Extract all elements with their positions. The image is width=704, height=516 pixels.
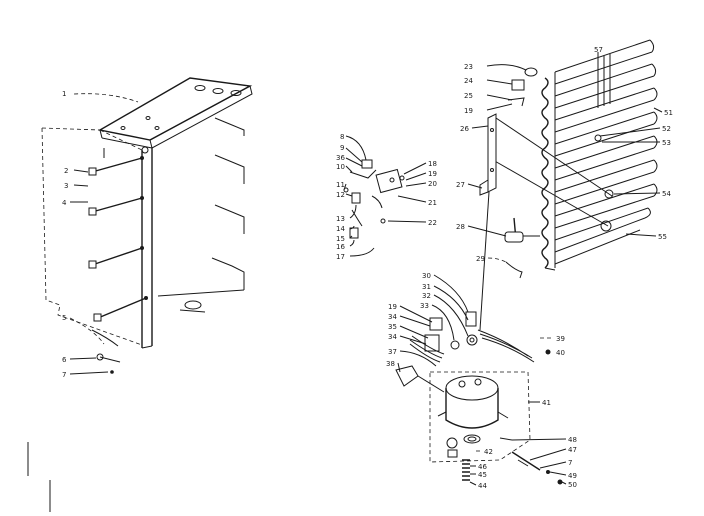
callout-50: 50 [568, 481, 577, 489]
drain-tubes [594, 54, 614, 232]
condenser-coil-tubes [554, 39, 658, 265]
shelf-panels [157, 117, 245, 313]
left-cabinet-frame-assembly [41, 77, 253, 374]
callout-51: 51 [664, 109, 673, 117]
condenser-coil-assembly [492, 39, 658, 271]
callout-36-upper: 36 [336, 154, 345, 162]
compressor-body [437, 375, 509, 429]
callout-21: 21 [428, 199, 437, 207]
vertical-support-channel [103, 148, 153, 349]
callout-4: 4 [62, 199, 67, 207]
callout-53: 53 [662, 139, 671, 147]
callout-29: 29 [476, 255, 485, 263]
callout-10: 10 [336, 163, 345, 171]
callout-12: 12 [336, 191, 345, 199]
callout-15: 15 [336, 235, 345, 243]
callout-20: 20 [428, 180, 437, 188]
callout-2: 2 [64, 167, 68, 175]
mounting-grommets [446, 434, 481, 481]
filter-drier-28 [504, 217, 540, 243]
callout-39: 39 [556, 335, 565, 343]
center-switch-bracket-assembly [343, 159, 405, 239]
lower-hardware [91, 329, 121, 374]
callout-13: 13 [336, 215, 345, 223]
coil-mounting-strap [492, 115, 613, 227]
start-relay-bracket [395, 365, 445, 393]
top-mounting-plate [98, 77, 253, 154]
callout-28: 28 [456, 223, 465, 231]
capillary-line-29 [479, 191, 523, 331]
callout-5: 5 [62, 314, 66, 322]
callout-26: 26 [460, 125, 469, 133]
callout-25: 25 [464, 92, 473, 100]
callout-8: 8 [340, 133, 344, 141]
back-panel-outline [41, 127, 143, 346]
compressor-subassembly [395, 311, 563, 485]
leader-lines [69, 52, 663, 486]
callout-46: 46 [478, 463, 487, 471]
callout-19-top: 19 [464, 107, 473, 115]
callout-38: 38 [386, 360, 395, 368]
shelf-support-rods [88, 156, 148, 322]
callout-41: 41 [542, 399, 551, 407]
callout-48: 48 [568, 436, 577, 444]
callout-16: 16 [336, 243, 345, 251]
callout-6: 6 [62, 356, 67, 364]
vertical-bracket-26 [479, 113, 497, 196]
callout-47: 47 [568, 446, 577, 454]
callout-22: 22 [428, 219, 437, 227]
top-fittings [507, 67, 538, 107]
callout-11: 11 [336, 181, 345, 189]
callout-24: 24 [464, 77, 473, 85]
callout-34-lower: 34 [388, 333, 397, 341]
callout-34-upper: 34 [388, 313, 397, 321]
relay-overload-parts [409, 311, 551, 363]
callout-30: 30 [422, 272, 431, 280]
callout-52: 52 [662, 125, 671, 133]
callout-17: 17 [336, 253, 345, 261]
condenser-coil-edge [541, 72, 556, 271]
callout-55: 55 [658, 233, 667, 241]
callout-45: 45 [478, 471, 487, 479]
callout-19-lower: 19 [388, 303, 397, 311]
callout-1: 1 [62, 90, 66, 98]
callout-42: 42 [484, 448, 493, 456]
callout-54: 54 [662, 190, 671, 198]
callout-7-right: 7 [568, 459, 572, 467]
callout-27: 27 [456, 181, 465, 189]
callout-44: 44 [478, 482, 487, 490]
callout-57: 57 [594, 46, 603, 54]
callout-labels: 1 2 3 4 5 6 7 8 9 36 10 11 12 13 14 15 1… [62, 46, 673, 490]
callout-35: 35 [388, 323, 397, 331]
callout-19-upper: 19 [428, 170, 437, 178]
callout-14: 14 [336, 225, 345, 233]
callout-33: 33 [420, 302, 429, 310]
callout-32: 32 [422, 292, 431, 300]
margin-marks [27, 442, 51, 512]
callout-3: 3 [64, 182, 68, 190]
callout-37: 37 [388, 348, 397, 356]
mounting-bolts [499, 437, 563, 485]
callout-40: 40 [556, 349, 565, 357]
callout-23: 23 [464, 63, 473, 71]
callout-18: 18 [428, 160, 437, 168]
callout-9: 9 [340, 144, 344, 152]
callout-31: 31 [422, 283, 431, 291]
callout-49: 49 [568, 472, 577, 480]
callout-7-left: 7 [62, 371, 66, 379]
